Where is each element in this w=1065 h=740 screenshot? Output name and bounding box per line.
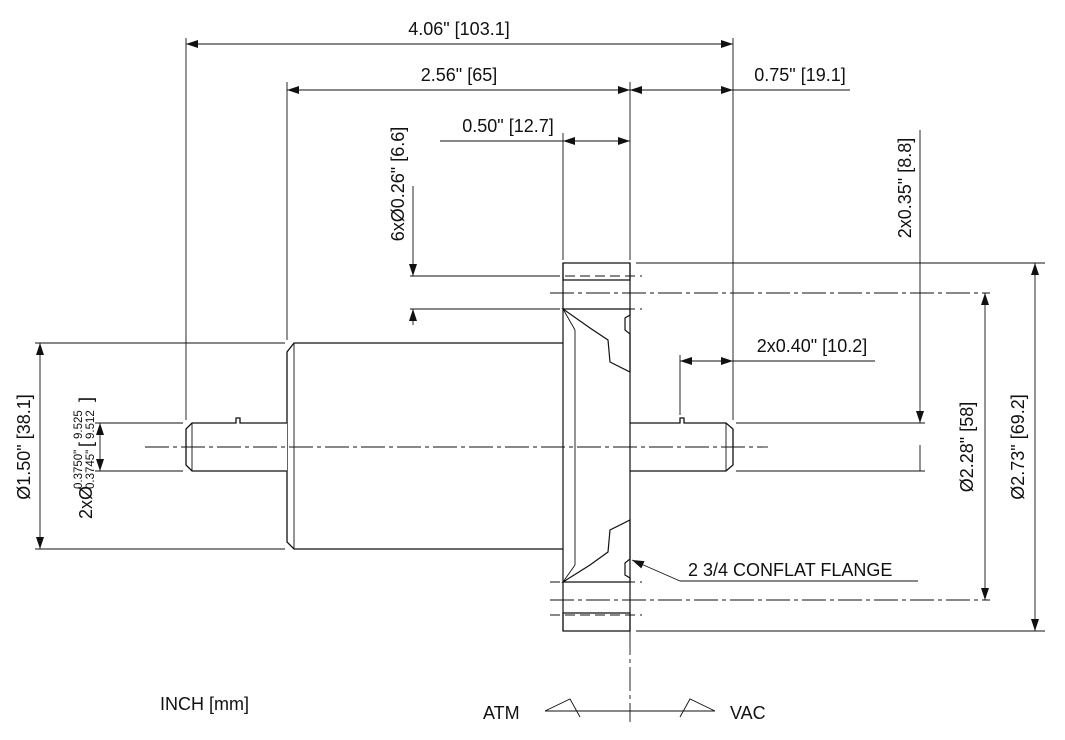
flange-bottom-ring <box>562 612 631 632</box>
flange-diameter-label: Ø2.73" [69.2] <box>1008 394 1028 499</box>
bolt-holes-label: 6xØ0.26" [6.6] <box>388 127 408 241</box>
bolt-circle-label: Ø2.28" [58] <box>957 402 977 492</box>
dimension-labels: 4.06" [103.1] 2.56" [65] 0.75" [19.1] 0.… <box>14 19 1028 723</box>
shaft-diameter-label: 2xØ 0.3750" 0.3745" [ 9.525 9.512 ] <box>73 397 97 519</box>
atm-side-label: ATM <box>483 703 520 723</box>
center-lines <box>145 292 990 722</box>
vac-length-label: 0.75" [19.1] <box>754 65 845 85</box>
body-diameter-label: Ø1.50" [38.1] <box>14 394 34 499</box>
conflat-flange-label: 2 3/4 CONFLAT FLANGE <box>688 560 892 580</box>
svg-text:9.512: 9.512 <box>85 410 97 439</box>
units-label: INCH [mm] <box>160 694 249 714</box>
shaft-length-vac-label: 2x0.40" [10.2] <box>757 336 867 356</box>
svg-text:9.525: 9.525 <box>73 410 85 439</box>
atm-body <box>286 342 563 550</box>
flange-thickness-label: 0.50" [12.7] <box>462 116 553 136</box>
hole-offset-label: 2x0.35" [8.8] <box>895 138 915 238</box>
svg-text:[: [ <box>76 442 96 447</box>
flange-upper-section <box>561 308 631 373</box>
atm-shaft <box>185 417 287 472</box>
svg-text:0.3750": 0.3750" <box>73 450 85 489</box>
svg-text:]: ] <box>76 397 96 402</box>
vac-side-label: VAC <box>730 703 766 723</box>
flange-top-ring <box>562 262 631 281</box>
flange-bore-chamfer <box>562 308 576 583</box>
atm-length-label: 2.56" [65] <box>421 65 497 85</box>
svg-text:2xØ: 2xØ <box>76 486 96 519</box>
extension-lines <box>35 38 1045 632</box>
overall-length-label: 4.06" [103.1] <box>408 19 509 39</box>
svg-text:0.3745": 0.3745" <box>85 450 97 489</box>
dimension-lines <box>36 40 1039 718</box>
vac-shaft <box>630 417 734 472</box>
flange-lower-section <box>560 519 631 583</box>
